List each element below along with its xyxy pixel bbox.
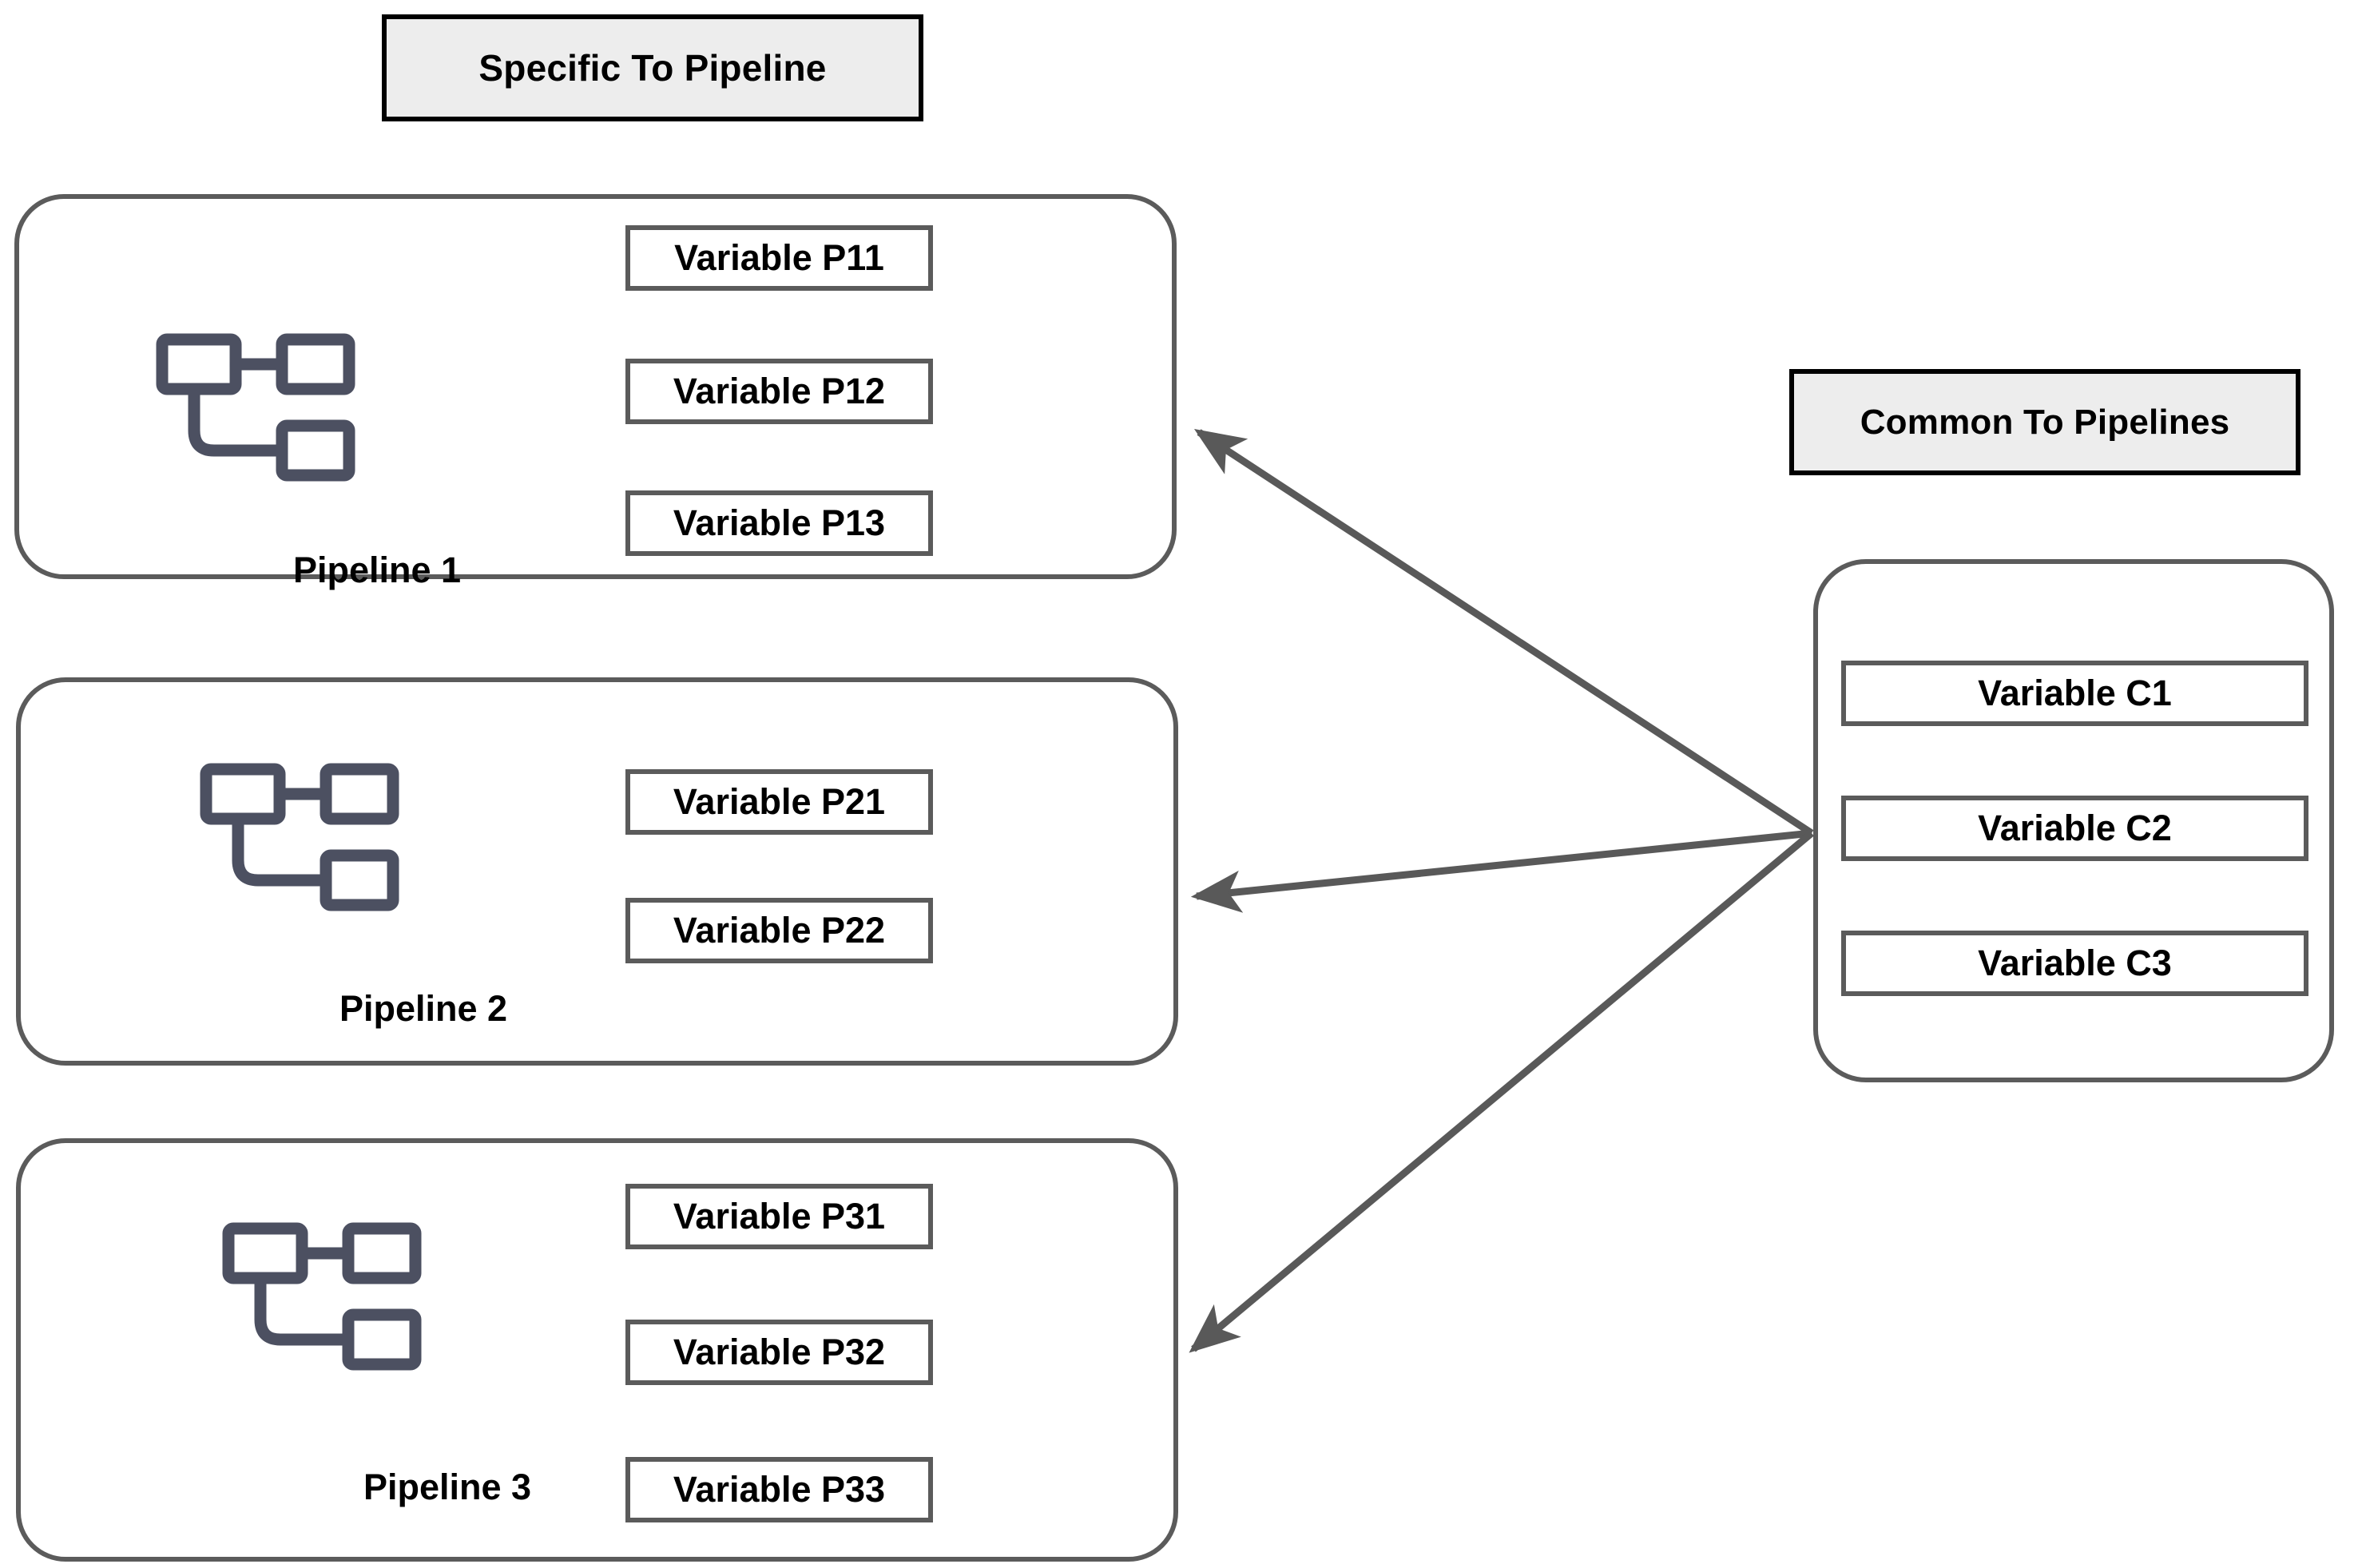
- arrow-to-pipeline-1: [1193, 429, 1814, 836]
- variable-box-p11[interactable]: Variable P11: [625, 225, 933, 291]
- pipeline-group-2: [16, 677, 1178, 1066]
- variable-box-p31[interactable]: Variable P31: [625, 1184, 933, 1249]
- variable-box-c1[interactable]: Variable C1: [1841, 661, 2308, 726]
- pipeline-nodes-icon: [200, 761, 399, 913]
- variable-box-c3[interactable]: Variable C3: [1841, 931, 2308, 996]
- section-header-common-to-pipelines: Common To Pipelines: [1789, 369, 2300, 475]
- section-header-specific-to-pipeline: Specific To Pipeline: [382, 14, 923, 121]
- variable-box-p12[interactable]: Variable P12: [625, 359, 933, 424]
- variable-box-p32[interactable]: Variable P32: [625, 1320, 933, 1385]
- variable-box-p21[interactable]: Variable P21: [625, 769, 933, 835]
- pipeline-caption-2: Pipeline 2: [339, 988, 508, 1029]
- pipeline-nodes-icon: [222, 1221, 422, 1372]
- pipeline-nodes-icon: [156, 331, 355, 483]
- pipeline-group-3: [16, 1138, 1178, 1562]
- variable-box-p22[interactable]: Variable P22: [625, 898, 933, 963]
- variable-box-p33[interactable]: Variable P33: [625, 1457, 933, 1522]
- pipeline-caption-3: Pipeline 3: [363, 1467, 532, 1507]
- variable-box-p13[interactable]: Variable P13: [625, 490, 933, 556]
- pipeline-caption-1: Pipeline 1: [293, 550, 462, 590]
- arrow-to-pipeline-2: [1190, 829, 1812, 913]
- arrow-to-pipeline-3: [1189, 830, 1814, 1353]
- variable-box-c2[interactable]: Variable C2: [1841, 796, 2308, 861]
